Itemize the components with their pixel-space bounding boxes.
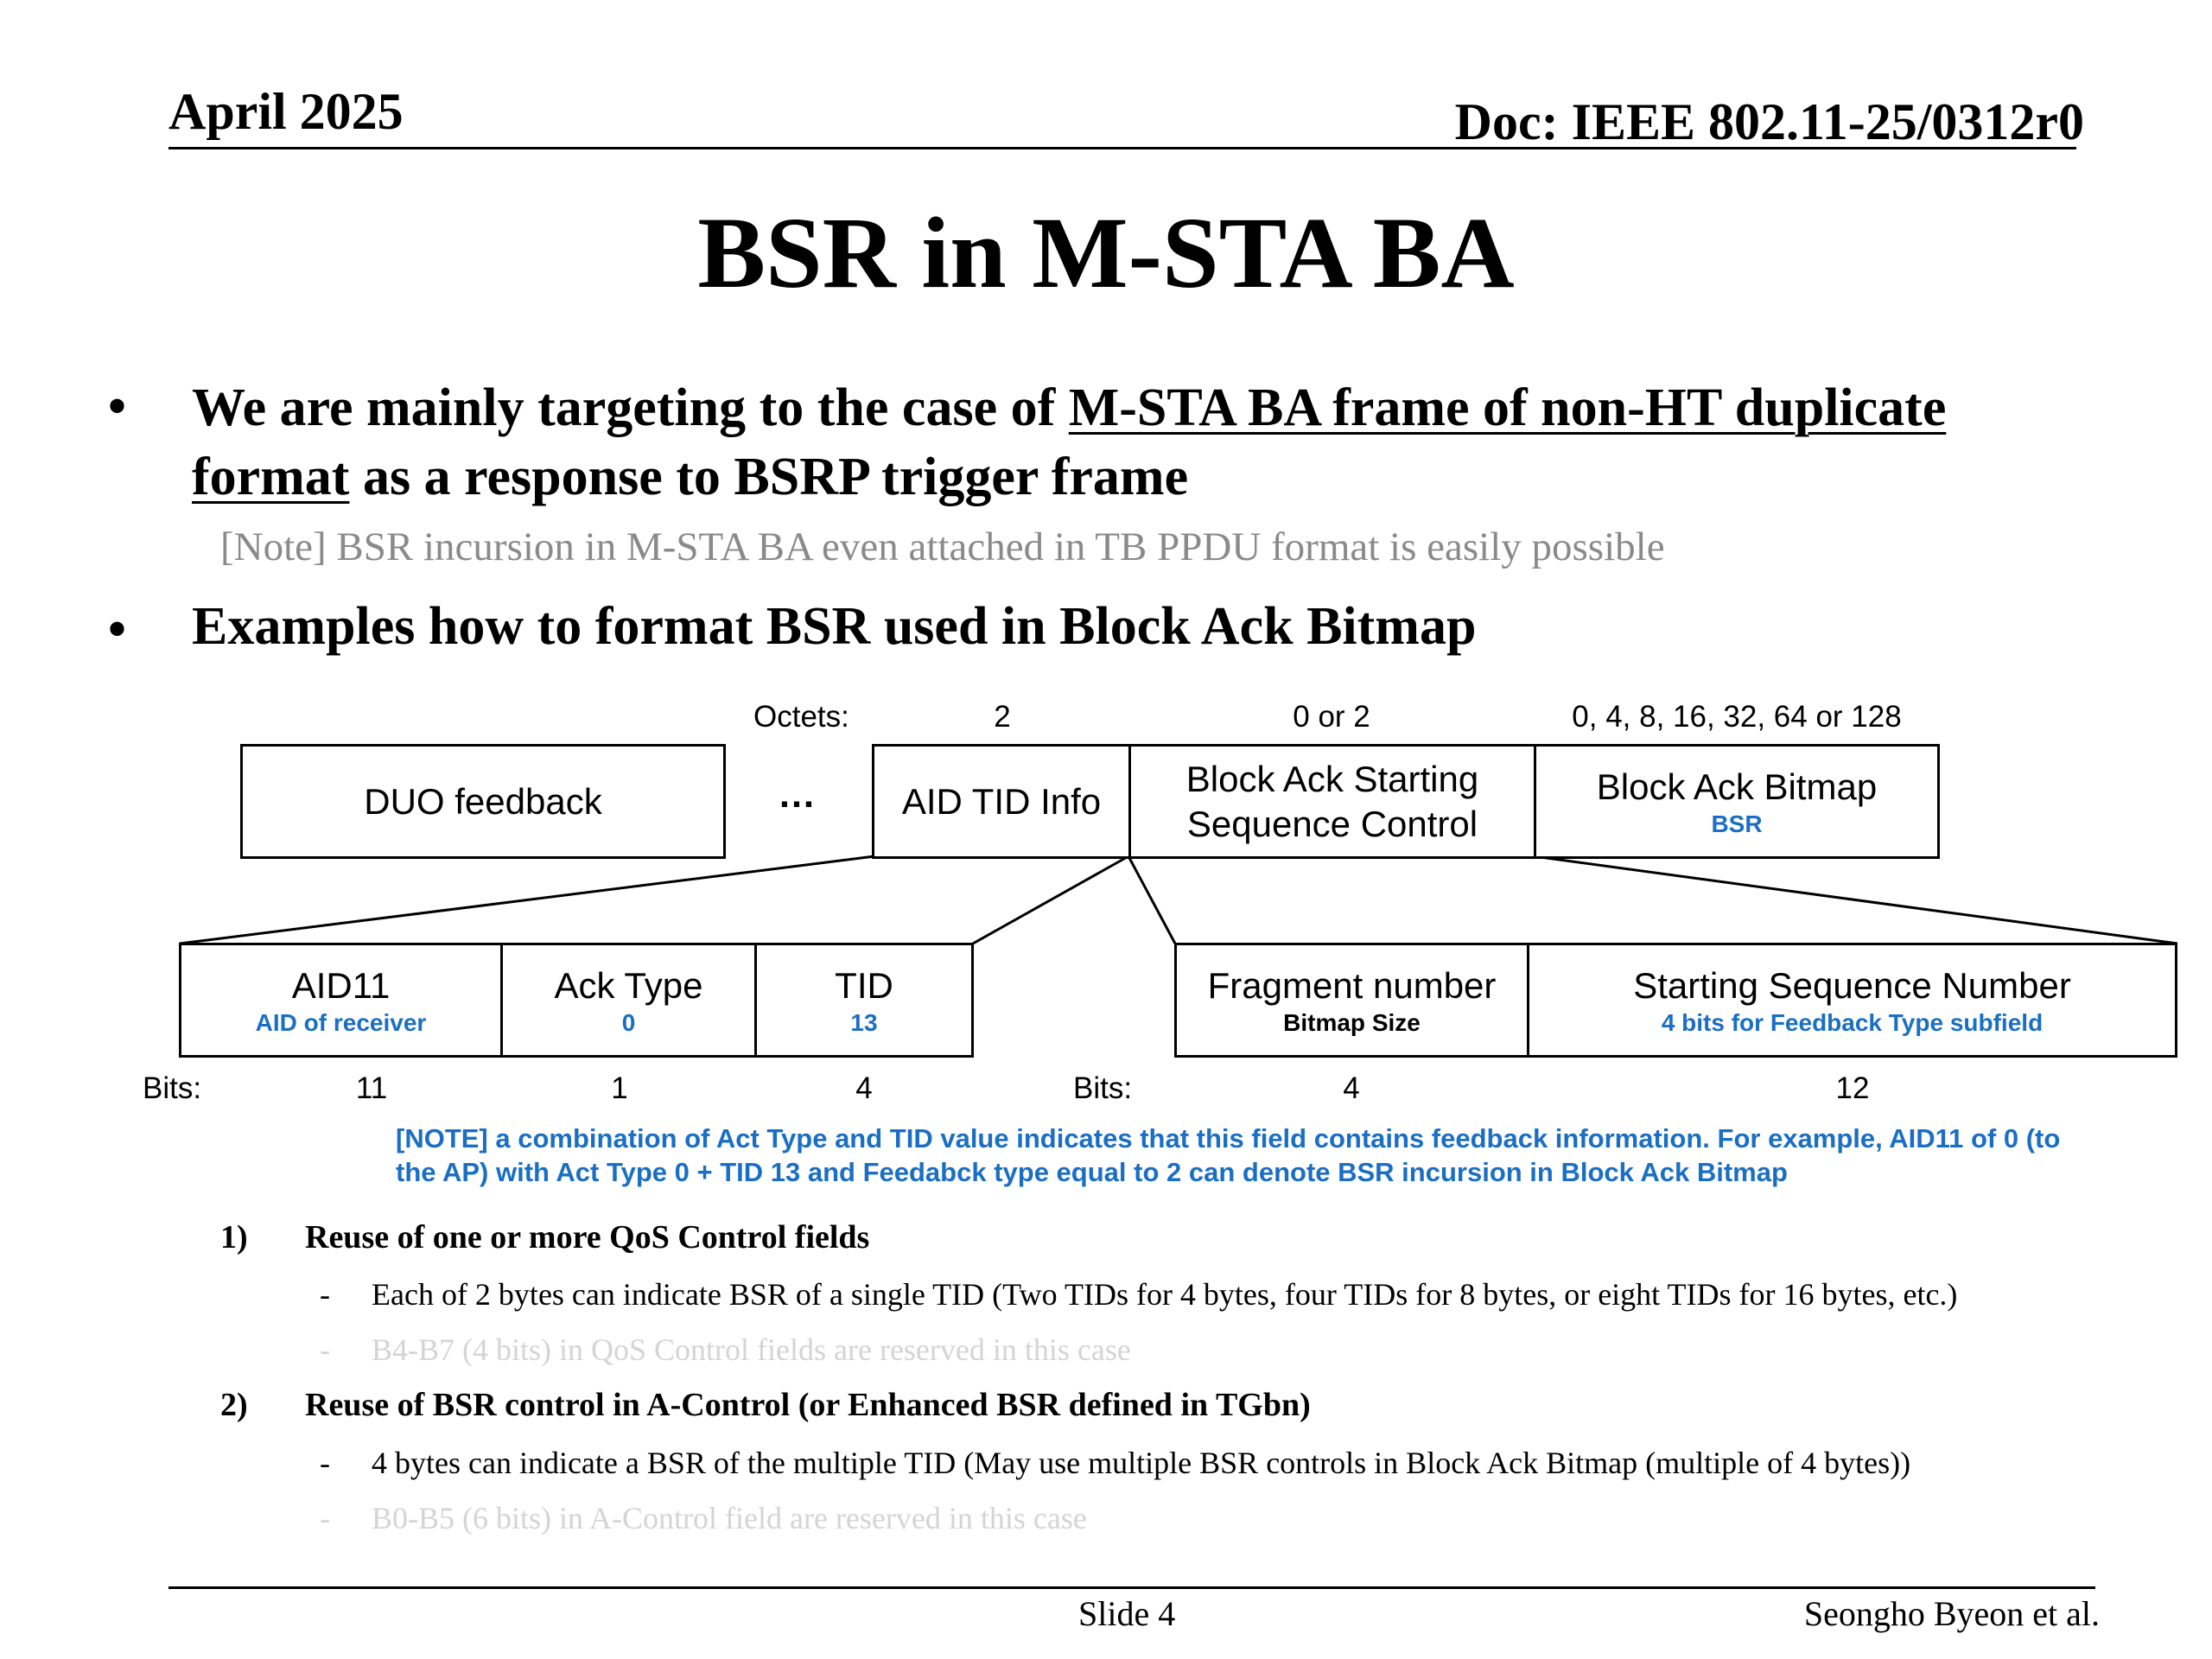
- octets-aid-tid: 2: [994, 700, 1011, 734]
- subfield-fragment-number-sub: Bitmap Size: [1283, 1008, 1421, 1036]
- field-aid-tid-info-label: AID TID Info: [901, 780, 1102, 822]
- header-doc-id: Doc: IEEE 802.11-25/0312r0: [1454, 93, 2084, 150]
- slide-title: BSR in M-STA BA: [697, 196, 1515, 309]
- bits-label-left: Bits:: [143, 1071, 202, 1105]
- bullet-marker: •: [108, 378, 127, 435]
- bullet-1-suffix: as a response to BSRP trigger frame: [349, 448, 1189, 506]
- list-item-title: Reuse of BSR control in A-Control (or En…: [305, 1387, 1311, 1423]
- footer-slide-number: Slide 4: [1078, 1594, 1176, 1633]
- list-dash: -: [320, 1277, 330, 1312]
- bits-ack-type: 1: [611, 1071, 628, 1105]
- octets-label: Octets:: [753, 700, 849, 734]
- subfield-tid: TID 13: [754, 943, 974, 1058]
- field-duo-feedback-label: DUO feedback: [364, 780, 602, 822]
- footer-rule: [168, 1586, 2095, 1589]
- octets-bitmap: 0, 4, 8, 16, 32, 64 or 128: [1572, 700, 1902, 734]
- list-dash: -: [320, 1501, 330, 1535]
- list-sub-item-faded: B4-B7 (4 bits) in QoS Control fields are…: [372, 1332, 1131, 1367]
- field-duo-feedback: DUO feedback: [240, 744, 726, 859]
- list-number: 1): [220, 1219, 248, 1255]
- bits-starting-seq-number: 12: [1835, 1071, 1870, 1105]
- list-sub-item-faded: B0-B5 (6 bits) in A-Control field are re…: [372, 1501, 1087, 1535]
- field-ba-ssc-label: Block Ack Starting Sequence Control: [1185, 758, 1479, 844]
- bullet-1-underlined-b: format: [192, 448, 350, 506]
- subfield-aid11-label: AID11: [291, 964, 391, 1006]
- field-ba-bitmap-sub: BSR: [1711, 810, 1763, 837]
- bullet-2: Examples how to format BSR used in Block…: [192, 597, 1477, 656]
- subfield-ack-type: Ack Type 0: [500, 943, 757, 1058]
- subfield-tid-sub: 13: [850, 1008, 878, 1036]
- list-dash: -: [320, 1332, 330, 1367]
- list-sub-item: Each of 2 bytes can indicate BSR of a si…: [372, 1277, 1958, 1312]
- header-rule: [168, 147, 2076, 149]
- field-ba-ssc: Block Ack Starting Sequence Control: [1128, 744, 1536, 859]
- field-ba-bitmap: Block Ack Bitmap BSR: [1534, 744, 1940, 859]
- bullet-1-prefix: We are mainly targeting to the case of: [192, 378, 1069, 437]
- ellipsis: …: [778, 773, 816, 816]
- footer-author: Seongho Byeon et al.: [1803, 1594, 2100, 1633]
- octets-ssc: 0 or 2: [1293, 700, 1370, 734]
- list-sub-item: 4 bytes can indicate a BSR of the multip…: [372, 1446, 1911, 1480]
- subfield-fragment-number: Fragment number Bitmap Size: [1174, 943, 1529, 1058]
- list-number: 2): [220, 1387, 248, 1423]
- subfield-fragment-number-label: Fragment number: [1207, 964, 1497, 1006]
- subfield-aid11-sub: AID of receiver: [255, 1008, 427, 1036]
- bullet-1-underlined-a: M-STA BA frame of non-HT duplicate: [1068, 378, 1947, 437]
- subfield-starting-seq-number-label: Starting Sequence Number: [1633, 964, 2071, 1006]
- diagram-note: [NOTE] a combination of Act Type and TID…: [396, 1123, 2061, 1187]
- subfield-tid-label: TID: [835, 964, 893, 1006]
- subfield-ack-type-label: Ack Type: [554, 964, 703, 1006]
- subfield-starting-seq-number: Starting Sequence Number 4 bits for Feed…: [1527, 943, 2177, 1058]
- subfield-aid11: AID11 AID of receiver: [179, 943, 503, 1058]
- header-date: April 2025: [168, 83, 404, 140]
- list-item-title: Reuse of one or more QoS Control fields: [305, 1219, 870, 1255]
- list-dash: -: [320, 1446, 330, 1480]
- bullet-1: We are mainly targeting to the case of M…: [192, 373, 2093, 512]
- subfield-ack-type-sub: 0: [621, 1008, 636, 1036]
- field-aid-tid-info: AID TID Info: [872, 744, 1131, 859]
- bits-aid11: 11: [355, 1071, 388, 1105]
- bits-fragment-number: 4: [1343, 1071, 1360, 1105]
- bullet-1-note: [Note] BSR incursion in M-STA BA even at…: [220, 524, 1665, 569]
- subfield-starting-seq-number-sub: 4 bits for Feedback Type subfield: [1661, 1008, 2044, 1036]
- field-ba-bitmap-label: Block Ack Bitmap: [1596, 766, 1878, 807]
- bits-label-right: Bits:: [1073, 1071, 1133, 1105]
- bits-tid: 4: [855, 1071, 873, 1105]
- bullet-marker: •: [108, 601, 127, 658]
